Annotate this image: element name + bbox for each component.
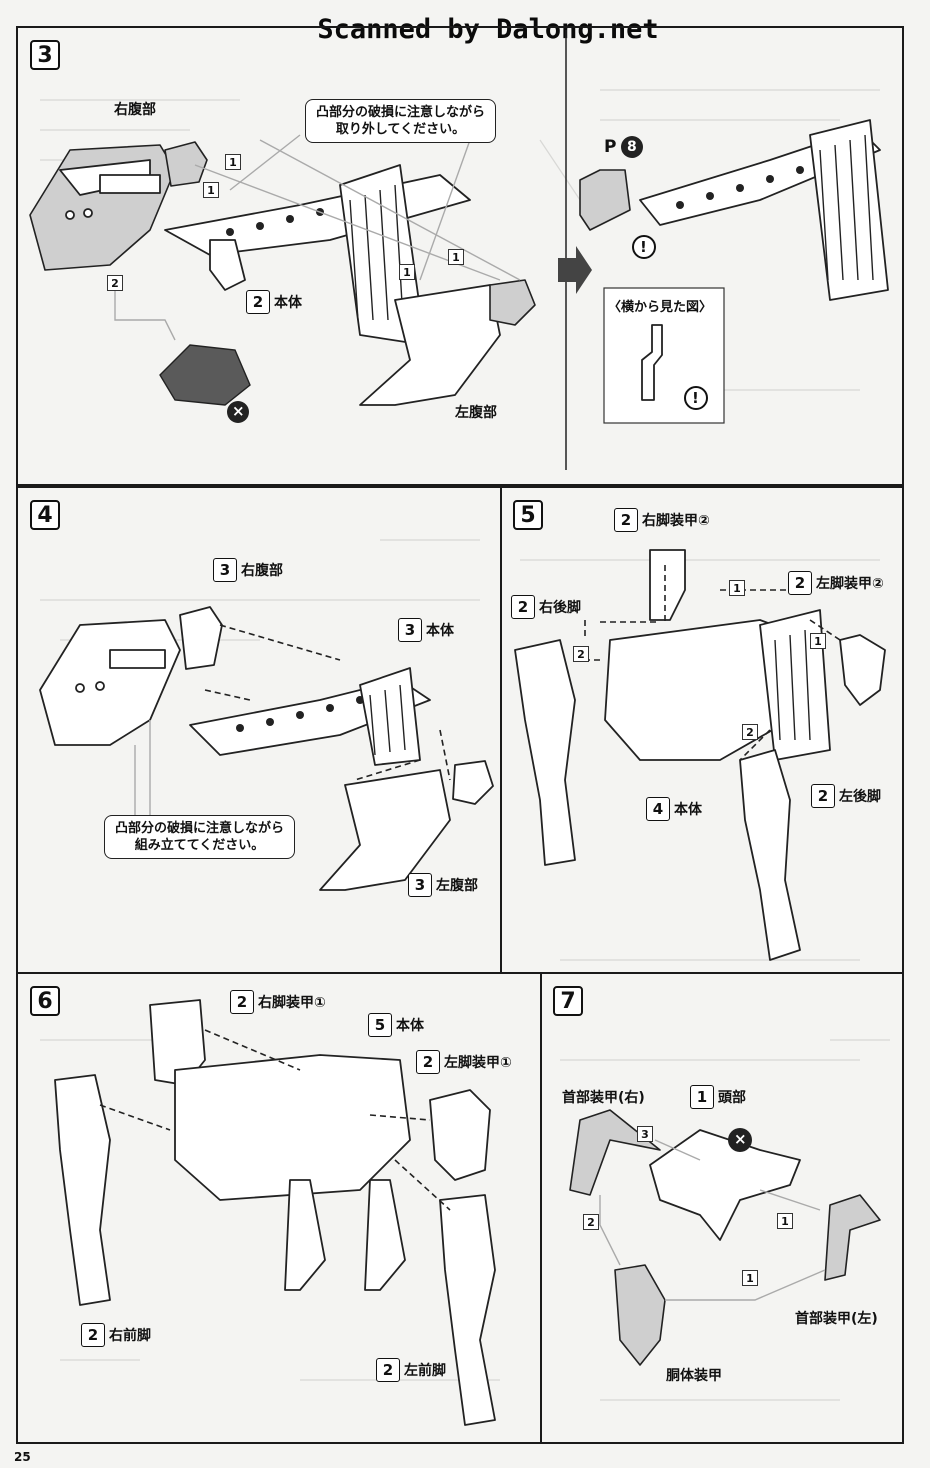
part-count: 3 xyxy=(213,558,237,582)
seq-marker: 1 xyxy=(810,633,826,649)
step-7-neck-armor-right-label: 首部装甲(右) xyxy=(562,1090,645,1106)
seq-marker: 2 xyxy=(742,724,758,740)
label-text: 頭部 xyxy=(718,1090,746,1106)
part-count: 4 xyxy=(646,797,670,821)
caution-icon: ! xyxy=(692,389,699,407)
part-count: 2 xyxy=(511,595,535,619)
label-text: 右後脚 xyxy=(539,600,581,616)
step-6-number: 6 xyxy=(30,986,60,1016)
seq-marker: 2 xyxy=(107,275,123,291)
seq-marker: 1 xyxy=(225,154,241,170)
label-text: 右前脚 xyxy=(109,1328,151,1344)
part-count: 2 xyxy=(416,1050,440,1074)
part-count: 2 xyxy=(811,784,835,808)
seq-marker: 1 xyxy=(399,264,415,280)
seq-marker: 1 xyxy=(729,580,745,596)
label-text: 本体 xyxy=(274,295,302,311)
label-text: 右腹部 xyxy=(241,563,283,579)
seq-marker: 3 xyxy=(637,1126,653,1142)
step-3-right-abdomen-label: 右腹部 xyxy=(114,102,156,118)
label-text: 右脚装甲① xyxy=(258,995,326,1011)
part-count: 2 xyxy=(246,290,270,314)
prohibit-icon: × xyxy=(232,402,245,420)
label-text: 本体 xyxy=(426,623,454,639)
step-6-left-front-leg-label: 2 左前脚 xyxy=(376,1358,446,1382)
seq-marker: 1 xyxy=(742,1270,758,1286)
step-5-right-hind-leg-label: 2 右後脚 xyxy=(511,595,581,619)
step-6-body-label: 5 本体 xyxy=(368,1013,424,1037)
step-4-body-label: 3 本体 xyxy=(398,618,454,642)
seq-marker: 1 xyxy=(203,182,219,198)
part-ref-prefix: P xyxy=(604,137,617,157)
part-count: 2 xyxy=(81,1323,105,1347)
label-text: 左後脚 xyxy=(839,789,881,805)
step-7-head-label: 1 頭部 xyxy=(690,1085,746,1109)
label-text: 右脚装甲② xyxy=(642,513,710,529)
part-count: 2 xyxy=(614,508,638,532)
step-5-number: 5 xyxy=(513,500,543,530)
step-5-body-label: 4 本体 xyxy=(646,797,702,821)
step-4-number: 4 xyxy=(30,500,60,530)
label-text: 左腹部 xyxy=(436,878,478,894)
side-view-caption: 〈横から見た図〉 xyxy=(608,300,713,315)
label-text: 本体 xyxy=(674,802,702,818)
callout-line-1: 凸部分の破損に注意しながら xyxy=(316,105,486,120)
step-6-right-leg-armor1-label: 2 右脚装甲① xyxy=(230,990,326,1014)
callout-line-1: 凸部分の破損に注意しながら xyxy=(115,821,285,836)
step-3-number: 3 xyxy=(30,40,60,70)
step-4-left-abdomen-label: 3 左腹部 xyxy=(408,873,478,897)
step-7-number: 7 xyxy=(553,986,583,1016)
step-3-panel xyxy=(16,26,904,486)
part-ref-number: 8 xyxy=(627,139,637,155)
seq-marker: 1 xyxy=(448,249,464,265)
part-count: 3 xyxy=(408,873,432,897)
step-6-left-leg-armor1-label: 2 左脚装甲① xyxy=(416,1050,512,1074)
step-7-neck-armor-left-label: 首部装甲(左) xyxy=(795,1311,878,1327)
step-3-body-label: 2 本体 xyxy=(246,290,302,314)
label-text: 左前脚 xyxy=(404,1363,446,1379)
part-count: 2 xyxy=(788,571,812,595)
step-6-right-front-leg-label: 2 右前脚 xyxy=(81,1323,151,1347)
scanner-watermark: Scanned by Dalong.net xyxy=(317,14,659,45)
part-count: 5 xyxy=(368,1013,392,1037)
callout-line-2: 取り外してください。 xyxy=(335,122,466,137)
label-text: 左脚装甲① xyxy=(444,1055,512,1071)
seq-marker: 2 xyxy=(583,1214,599,1230)
step-4-callout: 凸部分の破損に注意しながら 組み立ててください。 xyxy=(104,815,296,859)
page-number: 25 xyxy=(14,1450,31,1464)
caution-icon: ! xyxy=(640,238,647,256)
part-count: 3 xyxy=(398,618,422,642)
step-5-right-leg-armor2-label: 2 右脚装甲② xyxy=(614,508,710,532)
part-count: 2 xyxy=(376,1358,400,1382)
seq-marker: 2 xyxy=(573,646,589,662)
step-5-left-hind-leg-label: 2 左後脚 xyxy=(811,784,881,808)
step-7-torso-armor-label: 胴体装甲 xyxy=(666,1368,722,1384)
step-7-panel xyxy=(540,972,904,1444)
part-count: 2 xyxy=(230,990,254,1014)
removed-piece xyxy=(159,344,251,406)
label-text: 左脚装甲② xyxy=(816,576,884,592)
prohibit-icon: × xyxy=(734,1130,747,1148)
seq-marker: 1 xyxy=(777,1213,793,1229)
step-3-left-abdomen-label: 左腹部 xyxy=(455,405,497,421)
step-3-callout: 凸部分の破損に注意しながら 取り外してください。 xyxy=(305,99,497,143)
label-text: 本体 xyxy=(396,1018,424,1034)
part-count: 1 xyxy=(690,1085,714,1109)
step-4-right-abdomen-label: 3 右腹部 xyxy=(213,558,283,582)
step-5-left-leg-armor2-label: 2 左脚装甲② xyxy=(788,571,884,595)
callout-line-2: 組み立ててください。 xyxy=(134,838,265,853)
